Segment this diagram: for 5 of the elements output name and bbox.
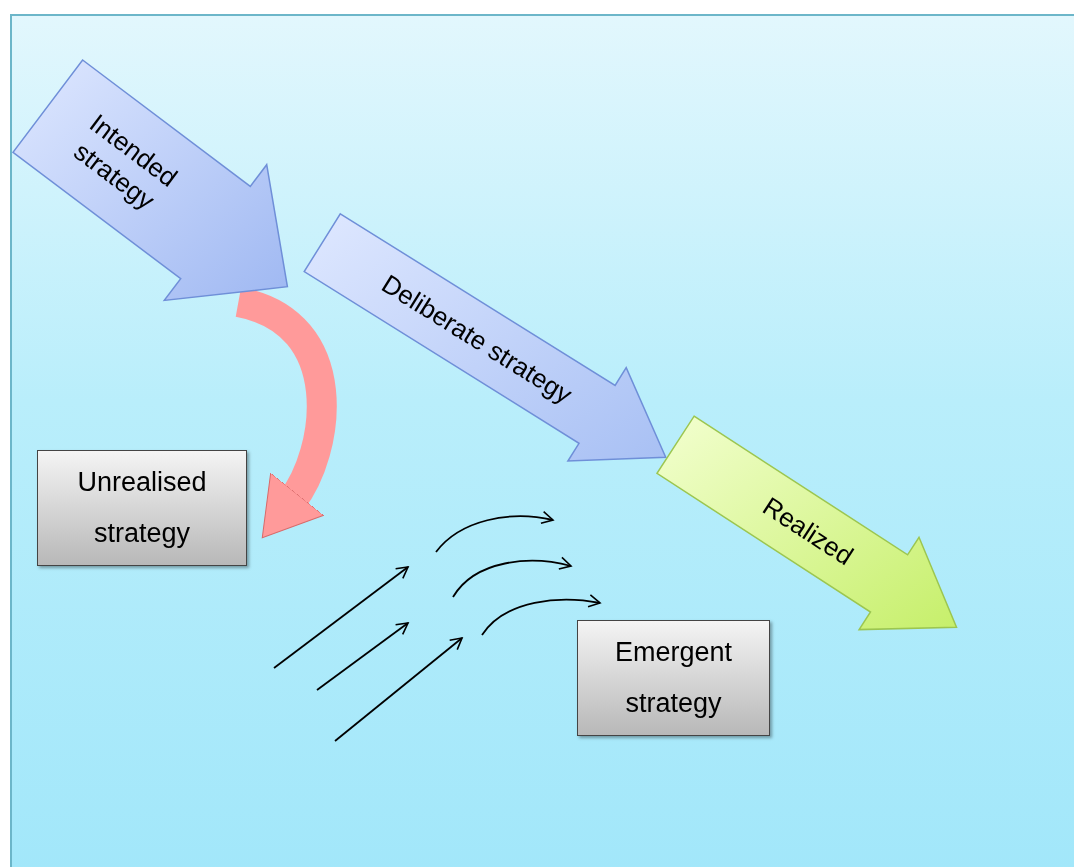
box-label: Unrealised strategy — [76, 465, 208, 550]
block-arrow — [13, 59, 288, 300]
strategy-box — [37, 450, 247, 566]
strategy-box — [577, 620, 770, 736]
box-label: Emergent strategy — [613, 635, 734, 720]
